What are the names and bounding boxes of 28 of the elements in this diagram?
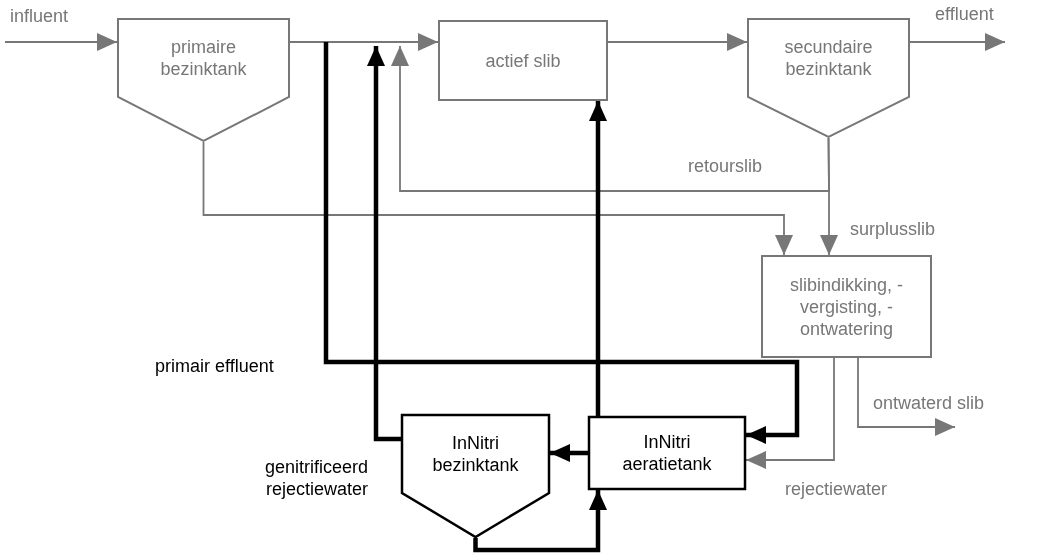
- edge-label: influent: [10, 5, 69, 27]
- arrow: [4, 33, 118, 51]
- arrow: [589, 101, 607, 416]
- edge-label: effluent: [935, 3, 994, 25]
- arrow: [323, 42, 800, 444]
- arrow: [289, 33, 439, 51]
- arrow: [550, 444, 588, 462]
- arrow: [473, 490, 607, 553]
- node-label: InNitri aeratietank: [621, 431, 713, 475]
- edge-label: retourslib: [688, 155, 763, 177]
- arrow: [745, 357, 835, 469]
- node-label: secundaire bezinktank: [783, 35, 874, 80]
- edge-label: primair effluent: [155, 355, 274, 377]
- arrow: [202, 141, 793, 256]
- node-label: InNitri bezinktank: [431, 431, 520, 476]
- arrow: [391, 45, 830, 192]
- edge-label: genitrificeerd rejectiewater: [263, 456, 368, 500]
- edge-label: surplusslib: [850, 218, 936, 240]
- arrow: [820, 137, 838, 256]
- node-label: actief slib: [485, 49, 561, 72]
- arrow: [857, 357, 956, 436]
- arrow: [909, 33, 1006, 51]
- arrow: [367, 46, 401, 442]
- edge-label: rejectiewater: [785, 478, 888, 500]
- edge-label: ontwaterd slib: [873, 392, 985, 414]
- node-label: primaire bezinktank: [159, 35, 248, 80]
- node-label: slibindikking, -vergisting, -ontwatering: [788, 273, 904, 340]
- arrow: [607, 33, 748, 51]
